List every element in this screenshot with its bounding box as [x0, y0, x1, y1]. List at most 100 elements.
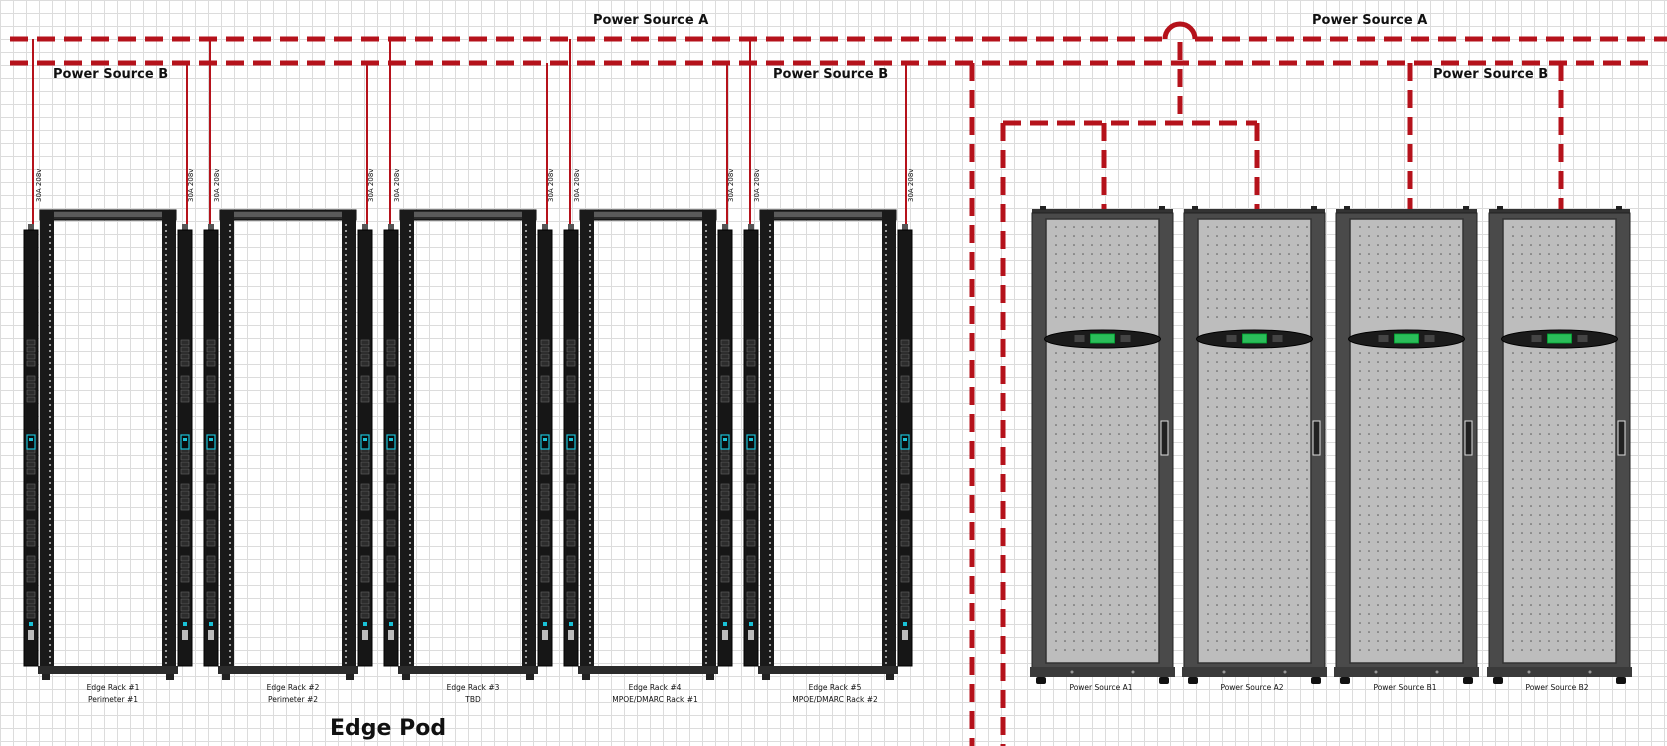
power-source-b-label-2: Power Source B [773, 67, 889, 82]
ups-perf-dot [1225, 298, 1227, 300]
pdu-outlet [386, 339, 396, 346]
ups-perf-dot [1602, 361, 1604, 363]
rack-hole [885, 434, 887, 436]
rack-role: Perimeter #2 [267, 695, 319, 704]
ups-perf-dot [1611, 622, 1613, 624]
ups-perf-dot [1557, 397, 1559, 399]
rack-hole [589, 230, 591, 232]
ups-perf-dot [1530, 505, 1532, 507]
ups-perf-dot [1431, 226, 1433, 228]
ups-perf-dot [1566, 586, 1568, 588]
rack-hole [409, 602, 411, 604]
ups-perf-dot [1413, 505, 1415, 507]
rack-hole [409, 242, 411, 244]
pdu-outlet [900, 533, 910, 540]
rack-hole [769, 284, 771, 286]
ups-perf-dot [1395, 361, 1397, 363]
ups-perf-dot [1225, 352, 1227, 354]
rack-hole [229, 290, 231, 292]
rack-hole [229, 596, 231, 598]
rack-hole [229, 536, 231, 538]
ups-perf-dot [1073, 388, 1075, 390]
rack-hole [165, 440, 167, 442]
rack-hole [589, 314, 591, 316]
ups-perf-dot [1252, 388, 1254, 390]
ups-perf-dot [1512, 307, 1514, 309]
rack-hole [769, 320, 771, 322]
rack-hole [589, 512, 591, 514]
ups-perf-dot [1449, 631, 1451, 633]
ups-perf-dot [1118, 361, 1120, 363]
rack-hole [705, 320, 707, 322]
rack-hole [525, 464, 527, 466]
ups-perf-dot [1225, 370, 1227, 372]
ups-perf-dot [1252, 604, 1254, 606]
rack-hole [885, 524, 887, 526]
ups-perf-dot [1440, 523, 1442, 525]
rack-hole [409, 278, 411, 280]
pdu-outlet [180, 540, 190, 547]
rack-hole [165, 278, 167, 280]
rack-base [758, 666, 898, 674]
rack-hole [589, 410, 591, 412]
rack-hole [769, 518, 771, 520]
ups-perf-dot [1118, 532, 1120, 534]
pdu-outlet [566, 468, 576, 475]
feed-label-6: 30A 208v [547, 168, 555, 202]
rack-hole [769, 566, 771, 568]
ups-perf-dot [1154, 424, 1156, 426]
ups-perf-dot [1127, 595, 1129, 597]
rack-hole [769, 656, 771, 658]
ups-perf-dot [1127, 541, 1129, 543]
ups-perf-dot [1270, 253, 1272, 255]
ups-perf-dot [1234, 262, 1236, 264]
ups-perf-dot [1154, 523, 1156, 525]
ups-perf-dot [1270, 577, 1272, 579]
pdu-outlet [566, 454, 576, 461]
ups-perf-dot [1234, 523, 1236, 525]
ups-perf-dot [1136, 433, 1138, 435]
ups-perf-dot [1064, 505, 1066, 507]
ups-perf-dot [1386, 289, 1388, 291]
ups-perf-dot [1252, 595, 1254, 597]
ups-perf-dot [1386, 640, 1388, 642]
ups-perf-dot [1584, 262, 1586, 264]
ups-base [1182, 667, 1327, 677]
ups-perf-dot [1557, 253, 1559, 255]
ups-perf-dot [1118, 478, 1120, 480]
ups-handle [1312, 420, 1321, 456]
ups-perf-dot [1234, 280, 1236, 282]
ups-perf-dot [1539, 370, 1541, 372]
ups-perf-dot [1611, 541, 1613, 543]
ups-perf-dot [1216, 244, 1218, 246]
pdu-outlet [540, 598, 550, 605]
rack-hole [885, 320, 887, 322]
ups-perf-dot [1109, 253, 1111, 255]
rack-hole [769, 374, 771, 376]
ups-perf-dot [1602, 244, 1604, 246]
ups-perf-dot [1136, 460, 1138, 462]
ups-perf-dot [1145, 595, 1147, 597]
ups-perf-dot [1243, 640, 1245, 642]
ups-perf-dot [1145, 541, 1147, 543]
ups-perf-dot [1521, 424, 1523, 426]
rack-hole [589, 344, 591, 346]
rack-hole [885, 302, 887, 304]
ups-perf-dot [1404, 586, 1406, 588]
rack-hole [165, 422, 167, 424]
ups-perf-dot [1055, 541, 1057, 543]
pdu-outlet [386, 483, 396, 490]
ups-perf-dot [1431, 433, 1433, 435]
ups-perf-dot [1252, 478, 1254, 480]
rack-hole [769, 632, 771, 634]
pdu-breaker [362, 630, 368, 640]
ups-perf-dot [1431, 622, 1433, 624]
ups-perf-dot [1055, 271, 1057, 273]
ups-perf-dot [1404, 370, 1406, 372]
rack-hole [49, 512, 51, 514]
ups-perf-dot [1279, 622, 1281, 624]
pdu-outlet [746, 555, 756, 562]
pdu-outlet [206, 555, 216, 562]
ups-perf-dot [1145, 289, 1147, 291]
pdu-outlet [566, 605, 576, 612]
